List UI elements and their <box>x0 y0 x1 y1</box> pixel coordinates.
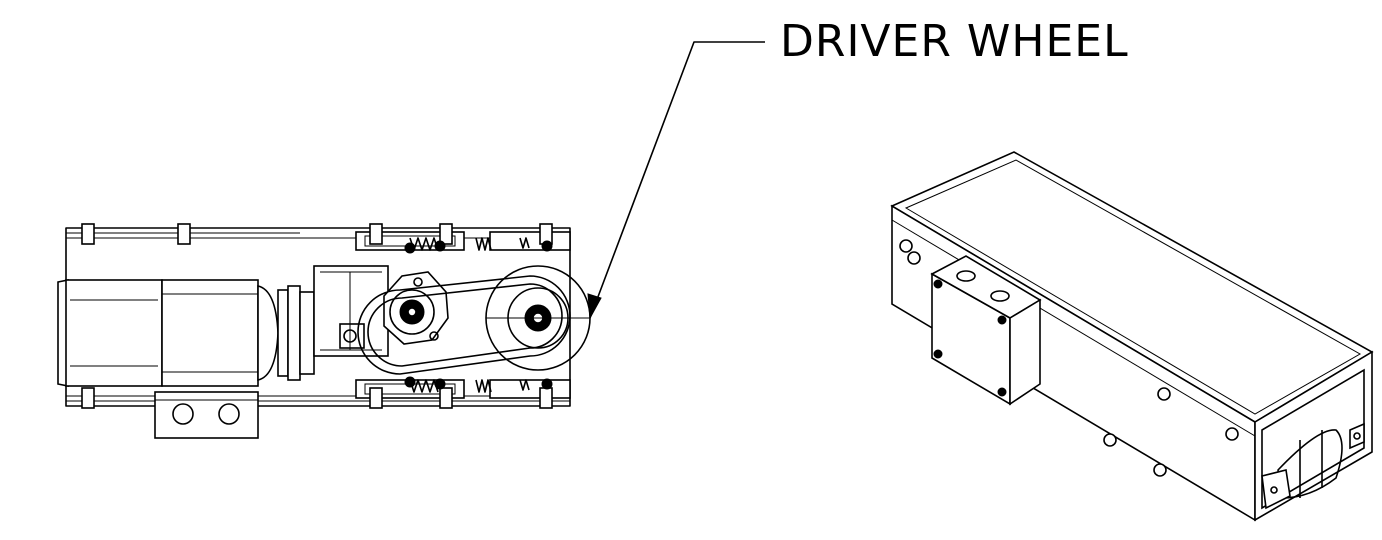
driver-wheel <box>485 265 591 371</box>
motor <box>57 279 315 387</box>
gearbox <box>313 265 389 357</box>
junction-box <box>930 255 1042 406</box>
motor-foot <box>154 391 259 439</box>
top-view-assembly <box>57 41 765 439</box>
callout-leader <box>587 41 765 320</box>
driver-wheel-label: DRIVER WHEEL <box>780 16 1129 67</box>
drive-sprocket <box>383 271 449 345</box>
side-bolts <box>899 239 1239 477</box>
frame-bolts <box>81 223 553 409</box>
drive-belt <box>357 275 571 375</box>
isometric-view <box>890 151 1374 522</box>
